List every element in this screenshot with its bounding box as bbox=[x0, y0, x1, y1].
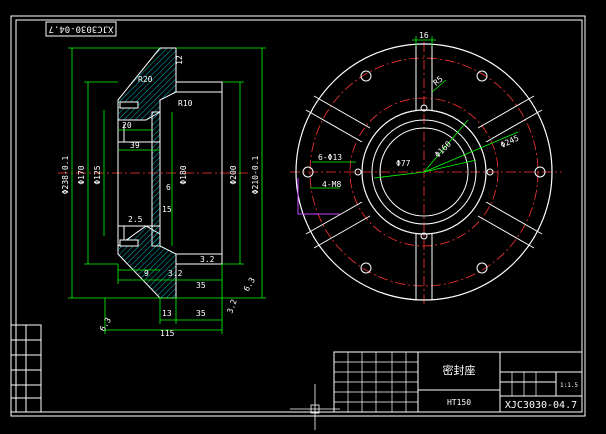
hole-5 bbox=[360, 262, 372, 274]
dim-d125: Φ125 bbox=[93, 165, 102, 184]
dim-16: 16 bbox=[419, 31, 429, 40]
front-outer-circle bbox=[295, 43, 553, 301]
view-marker bbox=[297, 178, 340, 215]
dim-35: 35 bbox=[196, 281, 206, 290]
front-dim-lines bbox=[310, 36, 519, 189]
dim-115: 115 bbox=[160, 329, 175, 338]
section-view: Φ238-0.1 Φ170 Φ125 Φ180 Φ200 Φ210-0.1 12… bbox=[58, 47, 266, 338]
dim-r10: R10 bbox=[178, 99, 193, 108]
dim-top-12: 12 bbox=[175, 55, 184, 65]
cad-cursor[interactable] bbox=[290, 384, 340, 430]
section-hatch-bottom bbox=[117, 225, 177, 299]
dim-13: 13 bbox=[162, 309, 172, 318]
section-hatch-top bbox=[117, 47, 177, 121]
dim-35b: 35 bbox=[196, 309, 206, 318]
tap-3 bbox=[420, 232, 428, 240]
dim-6: 6 bbox=[166, 183, 171, 192]
tap-4 bbox=[354, 168, 362, 176]
title-block-text: 密封座 HT150 XJC3030-04.7 1:1.5 bbox=[443, 363, 579, 411]
dim-r5: R5 bbox=[432, 74, 445, 87]
front-holes bbox=[302, 70, 546, 274]
hole-1 bbox=[360, 70, 372, 82]
dim-d77: Φ77 bbox=[396, 159, 411, 168]
dim-d180: Φ180 bbox=[179, 165, 188, 184]
inner-frame bbox=[15, 19, 583, 413]
drawing-frame bbox=[10, 15, 586, 417]
dim-20: 20 bbox=[122, 121, 132, 130]
hole-2 bbox=[476, 70, 488, 82]
rotated-code-box: XJC3030-04.7 bbox=[45, 21, 117, 37]
title-block bbox=[333, 351, 583, 413]
rough-3-2c: 3.2 bbox=[168, 269, 183, 278]
front-bore-inner bbox=[379, 127, 469, 217]
dim-4-m8: 4-M8 bbox=[322, 180, 341, 189]
front-bore-outer bbox=[371, 119, 477, 225]
dim-d170: Φ170 bbox=[77, 165, 86, 184]
rough-6-3b: 6.3 bbox=[98, 316, 113, 333]
hole-3 bbox=[302, 166, 314, 178]
front-view: 16 R5 6-Φ13 4-M8 Φ77 Φ160 Φ245 bbox=[290, 31, 562, 304]
drawing-number: XJC3030-04.7 bbox=[505, 400, 577, 411]
dim-6-holes: 6-Φ13 bbox=[318, 153, 342, 162]
dim-2-5: 2.5 bbox=[128, 215, 143, 224]
bolt-circle-inner bbox=[349, 97, 499, 247]
tap-1 bbox=[420, 104, 428, 112]
rotated-drawing-number: XJC3030-04.7 bbox=[48, 24, 113, 34]
tap-2 bbox=[486, 168, 494, 176]
hole-4 bbox=[534, 166, 546, 178]
dim-r20: R20 bbox=[138, 75, 153, 84]
dim-d238: Φ238-0.1 bbox=[61, 156, 70, 195]
dim-9: 9 bbox=[144, 269, 149, 278]
dim-15: 15 bbox=[162, 205, 172, 214]
dim-d245: Φ245 bbox=[499, 133, 520, 149]
section-outline bbox=[117, 81, 223, 265]
revision-strip bbox=[10, 324, 42, 413]
material: HT150 bbox=[447, 398, 471, 407]
rough-6-3a: 6.3 bbox=[242, 276, 257, 293]
section-dim-lines bbox=[68, 47, 266, 334]
dim-d210: Φ210-0.1 bbox=[251, 156, 260, 195]
dim-d160: Φ160 bbox=[433, 139, 453, 159]
section-slots bbox=[119, 101, 139, 247]
bolt-circle-outer bbox=[309, 57, 539, 287]
section-hatch-web bbox=[151, 111, 161, 247]
part-title: 密封座 bbox=[443, 363, 476, 377]
front-ribs bbox=[305, 44, 543, 300]
front-hub-circle bbox=[361, 109, 487, 235]
hole-6 bbox=[476, 262, 488, 274]
dim-39: 39 bbox=[130, 141, 140, 150]
scale: 1:1.5 bbox=[560, 382, 578, 389]
rough-3-2a: 3.2 bbox=[200, 255, 215, 264]
dim-d200: Φ200 bbox=[229, 165, 238, 184]
rough-3-2b: 3.2 bbox=[225, 298, 238, 315]
